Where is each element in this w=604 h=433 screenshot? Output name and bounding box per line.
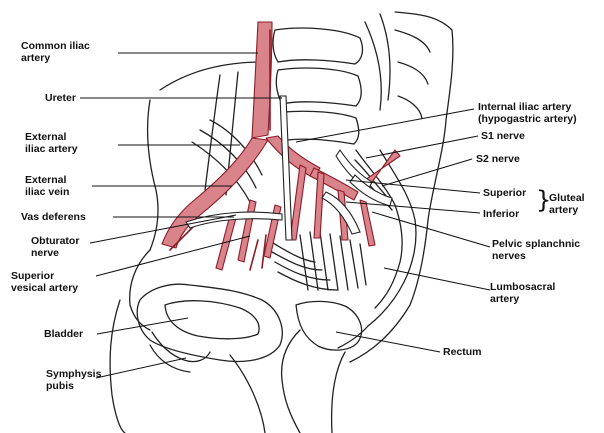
label-s1-nerve: S1 nerve — [481, 130, 525, 142]
label-internal-iliac-artery: Internal iliac artery (hypogastric arter… — [478, 101, 577, 125]
label-line: Common iliac — [21, 40, 90, 52]
label-line: iliac vein — [25, 186, 70, 198]
label-line: Inferior — [483, 208, 520, 220]
label-s2-nerve: S2 nerve — [476, 153, 520, 165]
label-line: External — [25, 174, 67, 186]
label-line: artery — [490, 293, 520, 305]
label-vas-deferens: Vas deferens — [21, 211, 86, 223]
label-line: Rectum — [443, 346, 482, 358]
label-line: Internal iliac artery — [478, 101, 572, 113]
label-superior-vesical-artery: Superior vesical artery — [11, 270, 78, 294]
label-gluteal-superior: Superior — [483, 187, 526, 199]
label-line: S2 nerve — [476, 153, 520, 165]
label-line: iliac artery — [25, 143, 78, 155]
ureter-vessel — [279, 95, 293, 241]
vas-deferens-shape — [185, 211, 283, 229]
label-gluteal-inferior: Inferior — [483, 208, 519, 220]
label-line: Symphysis — [46, 368, 102, 380]
label-line: (hypogastric artery) — [478, 113, 577, 125]
label-line: Pelvic splanchnic — [492, 238, 581, 250]
label-lumbosacral-artery: Lumbosacral artery — [490, 281, 555, 305]
label-common-iliac-artery: Common iliac artery — [21, 40, 90, 64]
label-line: Gluteal — [549, 192, 585, 204]
label-line: Vas deferens — [21, 211, 86, 223]
label-line: pubis — [46, 380, 74, 392]
label-line: Lumbosacral — [490, 281, 556, 293]
label-line: artery — [21, 52, 51, 64]
label-external-iliac-vein: External iliac vein — [25, 174, 69, 198]
pelvis-outline — [109, 11, 454, 433]
label-line: S1 nerve — [481, 130, 525, 142]
leader-lines — [80, 52, 491, 379]
label-line: nerves — [492, 250, 526, 262]
label-line: Superior — [483, 187, 527, 199]
label-line: Superior — [11, 270, 55, 282]
common-iliac-artery-vessel — [251, 21, 273, 139]
label-external-iliac-artery: External iliac artery — [25, 131, 78, 155]
label-rectum: Rectum — [443, 346, 482, 358]
label-pelvic-splanchnic-nerves: Pelvic splanchnic nerves — [492, 238, 580, 262]
gluteal-brace: } — [536, 186, 552, 214]
label-line: Ureter — [45, 92, 76, 104]
label-symphysis-pubis: Symphysis pubis — [46, 368, 101, 392]
external-iliac-artery-vessel — [161, 137, 269, 249]
nerves-and-ureter — [185, 95, 393, 241]
label-line: Obturator — [31, 235, 80, 247]
label-line: External — [25, 131, 67, 143]
label-ureter: Ureter — [45, 92, 76, 104]
label-obturator-nerve: Obturator nerve — [31, 235, 79, 259]
label-line: vesical artery — [11, 282, 79, 294]
label-line: artery — [549, 204, 579, 216]
label-line: nerve — [31, 247, 60, 259]
label-gluteal-artery: Gluteal artery — [549, 192, 585, 216]
label-bladder: Bladder — [44, 328, 83, 340]
label-line: Bladder — [44, 328, 84, 340]
